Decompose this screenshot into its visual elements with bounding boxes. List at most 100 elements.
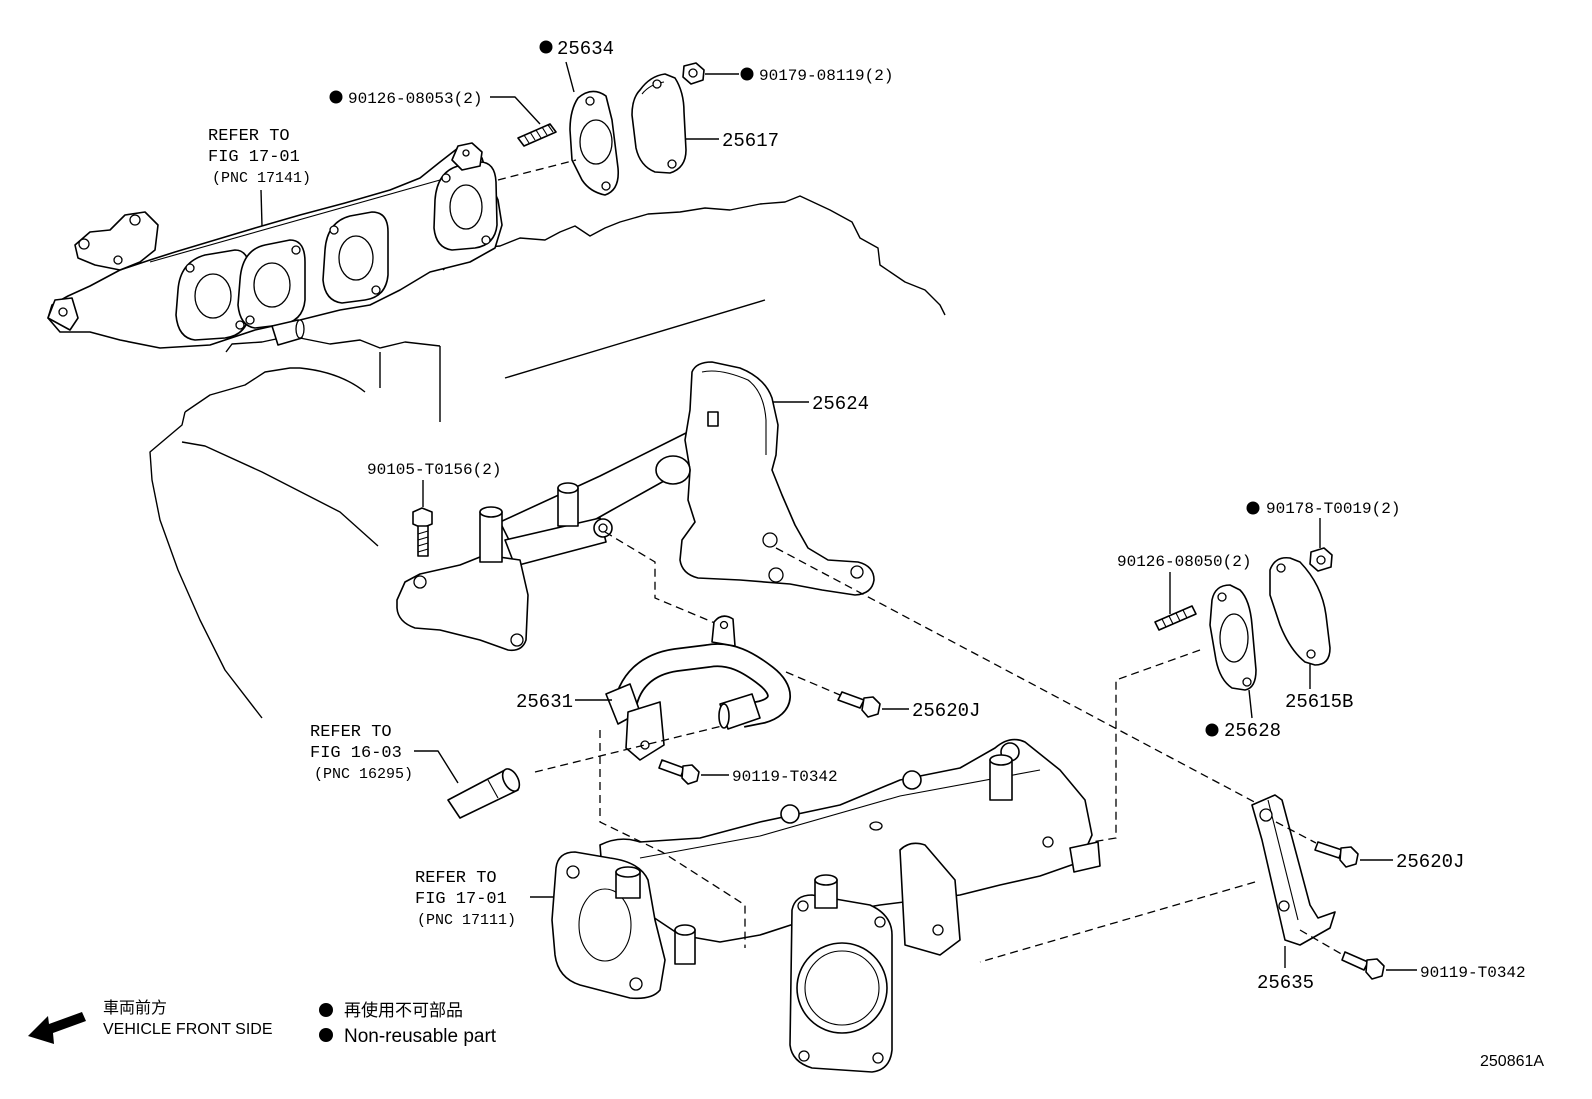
- nut-bore: [688, 68, 698, 78]
- tube-end: [479, 506, 503, 518]
- bolt-hole: [850, 565, 864, 579]
- bolt-hole: [797, 900, 809, 912]
- rail-boss: [902, 770, 922, 790]
- leader-line: [565, 61, 575, 93]
- reference-line-1: REFER TO: [208, 127, 290, 146]
- engine-head-lower-edge: [225, 335, 441, 353]
- bolt-hole: [78, 238, 90, 250]
- callout-25620j-lower: 25620J: [1360, 851, 1464, 873]
- assembly-line: [1275, 821, 1317, 844]
- callout-25634: 25634: [539, 38, 614, 93]
- pipe-vertical-tube: [479, 511, 503, 563]
- rail-hole: [869, 821, 883, 831]
- bolt-hole: [1306, 649, 1316, 659]
- flange-bore-inner: [804, 950, 880, 1026]
- rail-edge: [639, 769, 1041, 859]
- pipe-end: [501, 768, 521, 792]
- reference-line-3: (PNC 17141): [212, 170, 311, 187]
- bolt-head: [681, 764, 700, 785]
- assembly-line: [604, 531, 723, 627]
- plate-body: [631, 73, 687, 174]
- callout-90119-t0342-lower: 90119-T0342: [1386, 964, 1526, 982]
- bolt-head: [412, 507, 433, 529]
- front-label-jp: 車両前方: [103, 999, 167, 1017]
- assembly-line: [534, 725, 723, 773]
- pipe-16295: [447, 768, 521, 819]
- engine-edge: [299, 367, 366, 393]
- bolt-hole: [768, 567, 784, 583]
- bolt-hole: [113, 255, 123, 265]
- bolt-90119-t0342-lower: [1341, 951, 1385, 980]
- assembly-line: [775, 547, 1263, 807]
- part-number: 25617: [722, 130, 779, 152]
- engine-edge: [181, 441, 379, 547]
- bolt-hole: [1276, 563, 1286, 573]
- stud-shaft: [1154, 605, 1197, 631]
- non-reusable-marker: [1205, 723, 1219, 737]
- gasket-bore: [579, 119, 613, 165]
- callout-90126-08050: 90126-08050(2): [1117, 553, 1251, 614]
- part-number: 90126-08053(2): [348, 90, 482, 108]
- callout-90119-t0342-upper: 90119-T0342: [701, 768, 838, 786]
- bolt-25620j-lower: [1314, 841, 1359, 868]
- part-number: 90179-08119(2): [759, 67, 893, 85]
- bolt-hole: [510, 633, 524, 647]
- bolt-hole: [874, 916, 886, 928]
- bolt-hole: [667, 159, 677, 169]
- bolt-hole: [798, 1050, 810, 1062]
- non-reusable-marker: [1246, 501, 1260, 515]
- stud-90126-08053: [517, 123, 557, 147]
- exhaust-manifold: [47, 142, 503, 349]
- bolt-hole: [585, 96, 595, 106]
- pipe-edge: [487, 779, 499, 799]
- part-number: 25620J: [1396, 851, 1464, 873]
- part-number: 25615B: [1285, 691, 1353, 713]
- engine-edge: [504, 299, 766, 379]
- callout-25628: 25628: [1205, 689, 1281, 742]
- manifold-stub-pipe: [271, 319, 303, 346]
- bolt-shaft: [417, 525, 429, 557]
- leader-line: [260, 189, 263, 227]
- egr-pipe-25624: [396, 361, 875, 652]
- bolt-hole: [566, 865, 580, 879]
- tube-end: [989, 754, 1013, 766]
- callout-25620j-upper: 25620J: [882, 700, 980, 722]
- bracket-body: [1251, 794, 1336, 946]
- tube-end: [814, 874, 838, 886]
- bolt-hole: [1259, 808, 1273, 822]
- tube-end: [557, 482, 579, 494]
- assembly-line: [1299, 929, 1344, 956]
- bolt-hole: [601, 181, 611, 191]
- rail-bracket: [1069, 841, 1101, 873]
- gasket-25628: [1209, 584, 1257, 691]
- reference-line-2: FIG 17-01: [208, 148, 300, 167]
- callout-90126-08053: 90126-08053(2): [329, 90, 541, 125]
- non-reusable-label-jp: 再使用不可部品: [344, 1000, 463, 1020]
- arrow-icon: [28, 1012, 86, 1044]
- rail-boss: [780, 804, 800, 824]
- bolt-25620j-upper: [837, 691, 881, 718]
- bolt-90119-t0342-upper: [658, 759, 700, 785]
- part-number: 25620J: [912, 700, 980, 722]
- engine-head-top-edge: [442, 195, 946, 316]
- callout-25617: 25617: [686, 130, 779, 152]
- bolt-hole: [371, 285, 381, 295]
- hose-bracket: [625, 701, 665, 761]
- part-number: 90178-T0019(2): [1266, 500, 1400, 518]
- bracket-25635: [1251, 794, 1336, 946]
- callout-90179-08119: 90179-08119(2): [705, 67, 893, 85]
- part-number: 25628: [1224, 720, 1281, 742]
- hose-25631: [605, 615, 791, 761]
- pipe-boss: [655, 455, 691, 485]
- exhaust-port: [253, 262, 291, 308]
- plate-body: [1269, 556, 1331, 666]
- assembly-line: [599, 730, 746, 948]
- part-number: 25634: [557, 38, 614, 60]
- engine-block-side: [149, 411, 263, 719]
- bolt-shaft: [658, 759, 685, 777]
- right-boss: [899, 842, 961, 956]
- part-number: 90105-T0156(2): [367, 461, 501, 479]
- nut-bore: [1316, 555, 1326, 565]
- engine-edge: [184, 367, 300, 413]
- bolt-head: [1339, 846, 1359, 868]
